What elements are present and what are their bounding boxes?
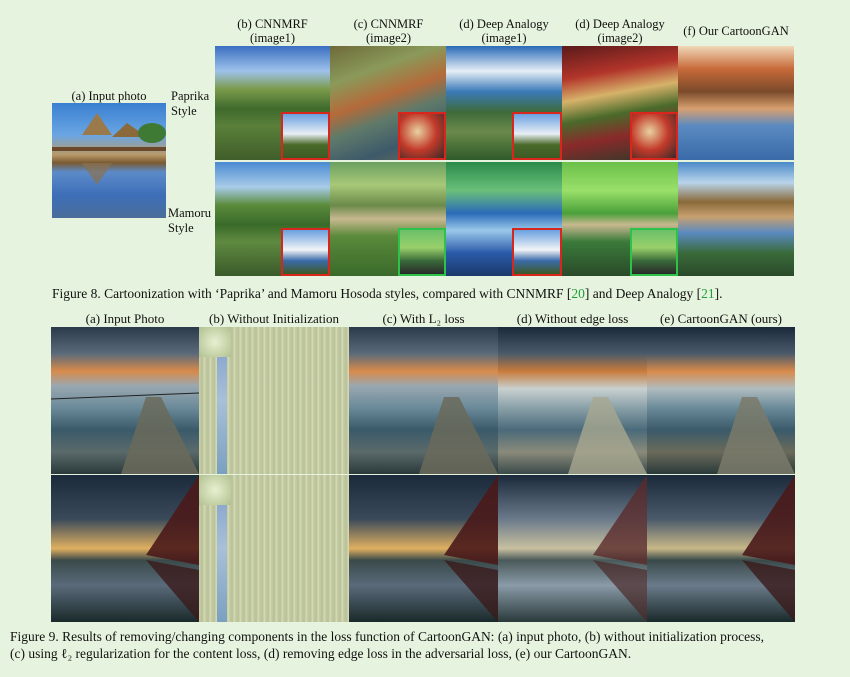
bridge-with-l2-loss <box>349 475 498 622</box>
inset-box <box>398 228 446 276</box>
texture-stripe <box>217 475 227 622</box>
inset-box <box>512 112 562 160</box>
mamoru-style-label: Mamoru Style <box>168 206 212 235</box>
texture-patch <box>199 327 231 357</box>
texture-patch <box>199 475 231 505</box>
seascape-cartoongan-output <box>647 327 795 474</box>
paprika-deep-analogy-image2 <box>562 46 678 160</box>
fig9-col-header-c: (c) With L₂ loss <box>382 311 465 326</box>
mamoru-deep-analogy-image1 <box>446 162 562 276</box>
mamoru-cnnmrf-image1 <box>215 162 330 276</box>
paprika-cnnmrf-image1 <box>215 46 330 160</box>
mamoru-deep-analogy-image2 <box>562 162 678 276</box>
fig9-col-header-d: (d) Without edge loss <box>516 311 629 326</box>
paprika-deep-analogy-image1 <box>446 46 562 160</box>
inset-box <box>630 112 678 160</box>
fig8-col-header-c: (c) CNNMRF(image2) <box>353 17 424 45</box>
paprika-cartoongan-output <box>678 46 794 160</box>
fig8-col-header-b: (b) CNNMRF(image1) <box>237 17 308 45</box>
inset-box <box>512 228 562 276</box>
bridge-without-edge-loss <box>498 475 647 622</box>
input-photo <box>52 103 166 218</box>
fig8-col-header-f: (f) Our CartoonGAN <box>683 24 789 38</box>
bridge-cartoongan-output <box>647 475 795 622</box>
inset-box <box>281 112 330 160</box>
fig9-col-header-e: (e) CartoonGAN (ours) <box>659 311 783 326</box>
inset-box <box>630 228 678 276</box>
mamoru-cartoongan-output <box>678 162 794 276</box>
citation-link[interactable]: 21 <box>701 286 715 301</box>
bridge-without-initialization <box>199 475 349 622</box>
seascape-input-photo <box>51 327 199 474</box>
seascape-with-l2-loss <box>349 327 498 474</box>
mamoru-cnnmrf-image2 <box>330 162 446 276</box>
paprika-style-label: Paprika Style <box>171 89 210 118</box>
fig8-col-header-d2: (d) Deep Analogy(image2) <box>575 17 665 45</box>
figure-9-caption: Figure 9. Results of removing/changing c… <box>10 629 765 661</box>
fig9-col-header-a: (a) Input Photo <box>85 311 165 326</box>
seascape-without-edge-loss <box>498 327 647 474</box>
inset-box <box>281 228 330 276</box>
fig8-col-header-d1: (d) Deep Analogy(image1) <box>459 17 549 45</box>
fig9-col-header-b: (b) Without Initialization <box>209 311 339 326</box>
input-photo-label: (a) Input photo <box>71 89 147 103</box>
texture-stripe <box>217 327 227 474</box>
citation-link[interactable]: 20 <box>571 286 585 301</box>
figure-8-caption: Figure 8. Cartoonization with ‘Paprika’ … <box>52 286 723 301</box>
paprika-cnnmrf-image2 <box>330 46 446 160</box>
seascape-without-initialization <box>199 327 349 474</box>
inset-box <box>398 112 446 160</box>
bridge-input-photo <box>51 475 199 622</box>
